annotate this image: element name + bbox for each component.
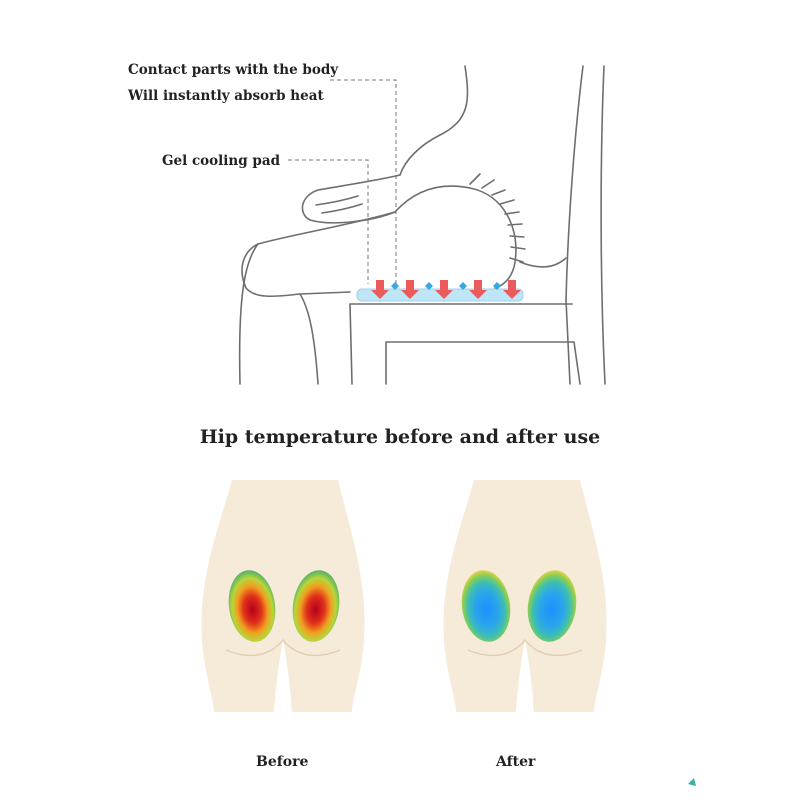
hips-after [443, 480, 607, 712]
person-knee [238, 243, 259, 385]
heat-arrow-4 [469, 280, 487, 299]
person-buttocks [394, 185, 517, 289]
chair-back-outer [600, 65, 606, 385]
cool-marker-3 [459, 282, 467, 290]
cool-spot-after-left [461, 570, 511, 642]
cool-marker-1 [391, 282, 399, 290]
person-back [399, 65, 469, 176]
person-thigh [241, 211, 396, 298]
chair-seat-front [349, 303, 353, 385]
cool-spot-after-right [527, 570, 577, 642]
chair-back-outline [565, 65, 584, 301]
callout-gel-line [288, 159, 369, 284]
hips-before [201, 480, 365, 712]
after-caption: After [496, 754, 536, 770]
comparison-heading: Hip temperature before and after use [199, 426, 601, 448]
corner-mark [688, 778, 696, 786]
callout-gel-text: Gel cooling pad [162, 153, 281, 169]
chair-leg-frame [385, 341, 581, 385]
hips-before-body [201, 480, 365, 712]
cool-marker-4 [493, 282, 501, 290]
callout-contact-text-2: Will instantly absorb heat [128, 88, 324, 104]
heat-arrow-5 [503, 280, 521, 299]
hips-after-body [443, 480, 607, 712]
person-lower-back [519, 257, 567, 268]
sitting-illustration [238, 65, 606, 385]
before-caption: Before [256, 754, 309, 770]
heat-lines [469, 173, 526, 263]
callout-contact-text-1: Contact parts with the body [128, 62, 339, 78]
hand-fingers [315, 195, 363, 214]
heat-arrows [371, 280, 521, 299]
person-shin [299, 293, 319, 385]
heat-arrow-3 [435, 280, 453, 299]
heat-arrow-2 [401, 280, 419, 299]
cool-markers [391, 282, 501, 290]
cool-marker-2 [425, 282, 433, 290]
heat-arrow-1 [371, 280, 389, 299]
heat-spot-before-right [292, 570, 340, 642]
heat-spot-before-left [228, 570, 276, 642]
callout-contact-line [330, 79, 397, 284]
